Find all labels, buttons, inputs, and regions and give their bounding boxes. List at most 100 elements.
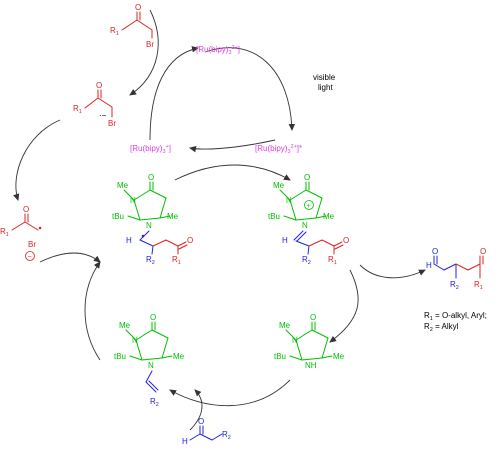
radical-dot [141, 234, 145, 238]
ring-bond [295, 329, 313, 341]
ring-bond [133, 189, 151, 201]
r1-label: R1 [172, 255, 181, 266]
methyl-bond [315, 215, 327, 219]
methyl-label: Me [173, 352, 185, 361]
organocatalytic-cycle-arrows [13, 9, 426, 431]
oxygen-label: O [198, 417, 204, 426]
arrow-enamine-to-radical [84, 261, 101, 361]
arrow-radical-addition [39, 252, 101, 263]
methyl-bond [279, 189, 291, 201]
arrow-quench [189, 139, 276, 153]
tbu-label: tBu [274, 352, 286, 361]
ring-bond [135, 329, 153, 341]
r1-label: R1 [110, 26, 119, 37]
radical-anion-intermediate: O R1 ·− Br [73, 81, 116, 128]
methyl-label: Me [273, 181, 285, 190]
carbon-radical-and-bromide: O R1 Br − [0, 205, 42, 261]
arrow-aldehyde-entry [189, 389, 203, 431]
nitrogen-label: N [286, 196, 292, 205]
ring-bond [315, 197, 323, 219]
methyl-label: Me [117, 181, 129, 190]
arrow-enamine-formation [169, 379, 291, 407]
light-label: light [318, 83, 333, 92]
ring-bond [133, 199, 141, 221]
bond [295, 240, 310, 247]
methyl-bond [161, 355, 173, 359]
enamine-double-bond [148, 380, 159, 391]
hydrogen-label: H [282, 236, 288, 245]
tbu-bond [127, 215, 141, 221]
bond [308, 239, 323, 247]
bromine-label: Br [108, 119, 116, 128]
methyl-bond [123, 189, 135, 201]
ring-bond [295, 217, 317, 221]
bond [189, 433, 201, 441]
r1-label: R1 [73, 104, 82, 115]
ring-bond [305, 189, 323, 199]
r2-label: R2 [302, 255, 311, 266]
oxygen-label: O [480, 247, 486, 256]
carbonyl-bond [334, 244, 344, 250]
carbonyl-bond [177, 241, 187, 247]
enamine-intermediate: O Me N tBu Me N R2 [114, 313, 185, 408]
product-molecule: H O R2 O R1 [426, 247, 486, 291]
arrow-hydrolysis-product [359, 264, 426, 279]
ring-bond [295, 339, 303, 361]
negative-charge: − [28, 254, 32, 261]
methyl-bond [125, 329, 137, 341]
positive-charge-circle [304, 200, 314, 210]
nitrogen-label: N [148, 361, 154, 370]
ring-bond [321, 337, 329, 359]
methyl-bond [159, 215, 171, 219]
aldehyde-substrate: H O R2 [182, 417, 231, 446]
tbu-label: tBu [268, 212, 280, 221]
iminium-double-bond [293, 230, 304, 241]
ring-bond [149, 189, 167, 199]
bond [165, 239, 179, 247]
bond [24, 221, 39, 231]
bond [321, 239, 335, 247]
alpha-amino-radical-intermediate: O Me N tBu Me N H R2 O R1 [112, 173, 193, 266]
r1-label: R1 [328, 255, 337, 266]
methyl-label: Me [119, 321, 131, 330]
nitrogen-label: N [146, 221, 152, 230]
tbu-label: tBu [114, 352, 126, 361]
ru-left-label: [Ru(bipy)3+] [130, 144, 171, 155]
carbonyl-bond [333, 241, 343, 247]
hydrogen-label: H [126, 236, 132, 245]
r2-label: R2 [450, 280, 459, 291]
bond [97, 97, 113, 108]
r2-label: R2 [222, 430, 231, 441]
tbu-bond [129, 355, 143, 361]
methyl-label: Me [279, 321, 291, 330]
bromine-label: Br [146, 40, 154, 49]
positive-charge: + [307, 203, 311, 210]
oxygen-label: O [343, 236, 349, 245]
bond [211, 433, 223, 441]
radical-dot [38, 226, 42, 230]
visible-label: visible [313, 73, 336, 82]
ring-bond [159, 197, 167, 219]
r1-label: R1 [474, 280, 483, 291]
oxygen-label: O [135, 3, 141, 12]
substituent-legend: R1 = O-alkyl, Aryl; R2 = Alkyl [424, 311, 487, 333]
oxygen-label: O [187, 236, 193, 245]
radical-anion-dots: ·− [99, 111, 107, 120]
bond [455, 263, 469, 271]
oxygen-label: O [96, 81, 102, 90]
arrow-excitation [204, 47, 295, 131]
arrow-regeneration [149, 46, 199, 141]
methyl-bond [285, 329, 297, 341]
hydrogen-label: H [182, 437, 188, 446]
bond [467, 263, 481, 271]
tbu-bond [283, 215, 297, 221]
r2-label: R2 [150, 397, 159, 408]
iminium-ion-intermediate: O Me N tBu Me + N H R2 O R1 [268, 173, 349, 266]
methyl-bond [321, 355, 333, 359]
ru-top-label: [Ru(bipy)32+] [196, 45, 240, 56]
arrow-oxidation [174, 164, 291, 181]
ru-right-label: [Ru(bipy)32+]* [255, 144, 302, 155]
negative-charge-circle [25, 251, 35, 261]
nitrogen-label: N [132, 336, 138, 345]
